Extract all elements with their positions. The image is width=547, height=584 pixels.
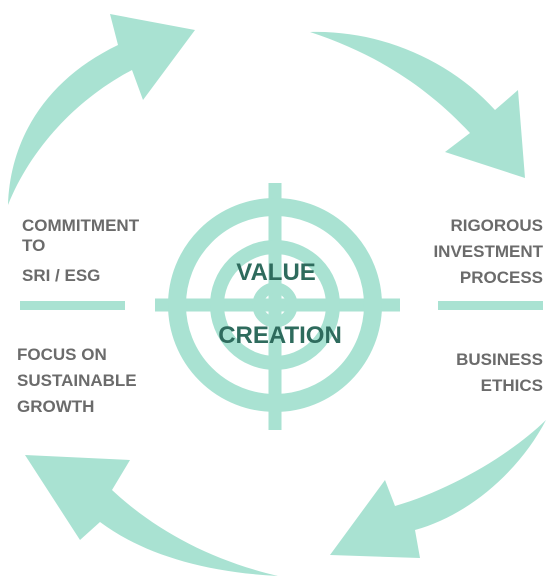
label-line: COMMITMENT [22, 216, 140, 235]
label-rigorous-investment-process: RIGOROUS INVESTMENT PROCESS [433, 216, 543, 288]
label-line: ETHICS [480, 376, 543, 395]
arrow-top-left [8, 14, 195, 205]
center-word-value: VALUE [236, 259, 316, 286]
arrow-top-right [310, 31, 525, 178]
arrow-bottom-left [25, 455, 278, 576]
label-line: SRI / ESG [22, 266, 101, 285]
label-line: TO [22, 236, 46, 255]
target-icon [155, 183, 400, 430]
label-line: INVESTMENT [433, 242, 543, 261]
arrow-bottom-right [330, 420, 546, 558]
separator-left [20, 301, 125, 310]
separator-right [438, 301, 543, 310]
label-line: GROWTH [17, 397, 95, 416]
label-line: BUSINESS [456, 350, 543, 369]
label-line: FOCUS ON [17, 345, 107, 364]
label-focus-sustainable-growth: FOCUS ON SUSTAINABLE GROWTH [17, 345, 137, 417]
label-business-ethics: BUSINESS ETHICS [456, 350, 543, 396]
label-commitment-sri-esg: COMMITMENT TO SRI / ESG [22, 216, 139, 286]
label-line: PROCESS [459, 268, 543, 287]
label-line: RIGOROUS [450, 216, 543, 235]
center-word-creation: CREATION [218, 322, 342, 349]
label-line: SUSTAINABLE [17, 371, 137, 390]
